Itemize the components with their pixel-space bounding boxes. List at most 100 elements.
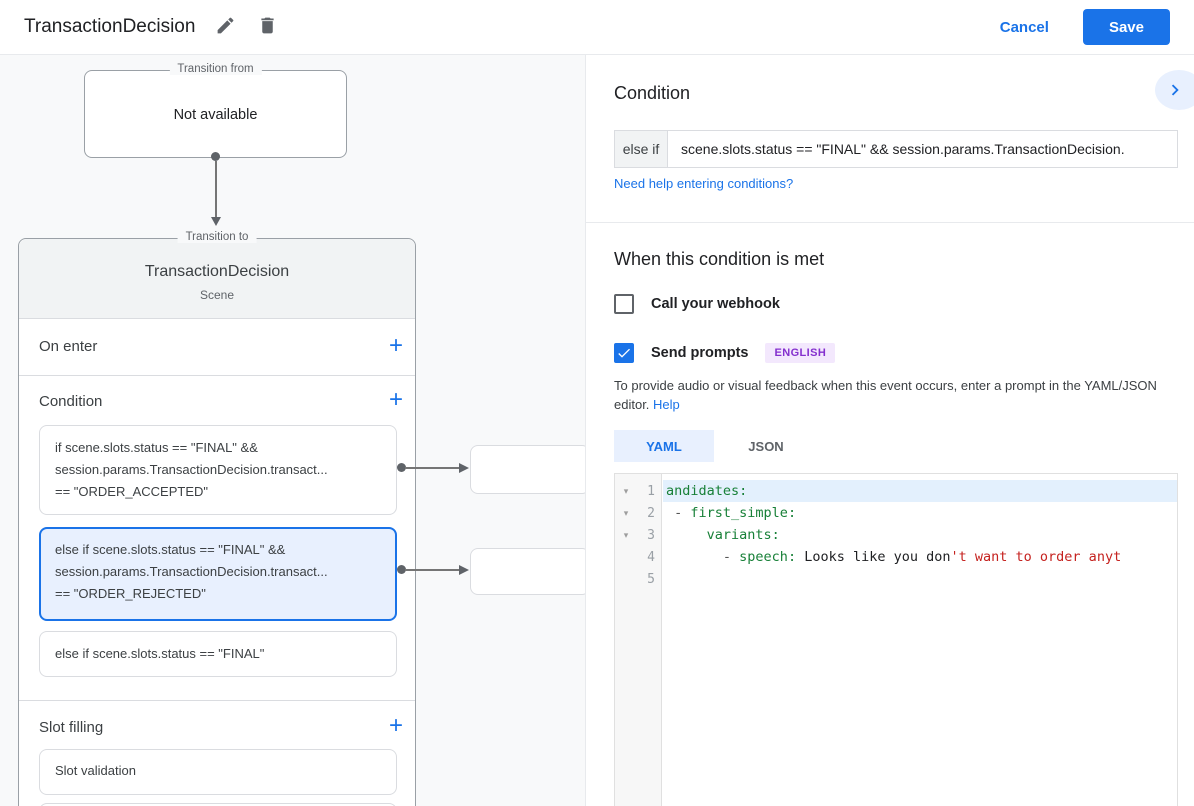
transition-from-box: Transition from Not available xyxy=(84,63,347,158)
feedback-hint: To provide audio or visual feedback when… xyxy=(614,376,1176,414)
add-on-enter-button[interactable]: + xyxy=(388,332,403,359)
page-title: TransactionDecision xyxy=(24,16,196,37)
condition-card-rejected-selected[interactable]: else if scene.slots.status == "FINAL" &&… xyxy=(39,527,397,621)
condition-text: session.params.TransactionDecision.trans… xyxy=(55,462,328,477)
code-line-4: - speech: Looks like you don't want to o… xyxy=(663,546,1177,568)
save-button[interactable]: Save xyxy=(1082,9,1170,45)
line-number: 3 xyxy=(647,527,655,543)
fold-arrow-icon[interactable]: ▾ xyxy=(615,486,632,497)
yaml-key: first_simple: xyxy=(690,505,797,521)
arrow-down-icon xyxy=(211,217,221,226)
help-link[interactable]: Help xyxy=(653,397,680,412)
line-number: 5 xyxy=(647,571,655,587)
top-bar: TransactionDecision Cancel Save xyxy=(0,0,1194,55)
on-enter-label: On enter xyxy=(39,338,98,355)
webhook-row: Call your webhook xyxy=(614,294,780,314)
slot-filling-section: Slot filling + Slot validation xyxy=(19,701,415,806)
yaml-indent xyxy=(666,527,707,543)
connector-dot xyxy=(397,565,406,574)
condition-text: else if scene.slots.status == "FINAL" && xyxy=(55,542,286,557)
condition-section: Condition + if scene.slots.status == "FI… xyxy=(19,376,415,701)
gutter-row: ▾ 1 xyxy=(615,480,661,502)
add-slot-button[interactable]: + xyxy=(388,712,403,739)
cancel-button[interactable]: Cancel xyxy=(999,18,1049,36)
code-line-2: - first_simple: xyxy=(663,502,1177,524)
code-line-1: andidates: xyxy=(663,480,1177,502)
yaml-value: Looks like you don xyxy=(796,549,951,565)
chevron-right-icon xyxy=(1171,84,1179,96)
panel-condition-title: Condition xyxy=(614,83,691,103)
panel-divider xyxy=(586,222,1194,223)
yaml-string: 't want to order anyt xyxy=(950,549,1122,565)
condition-text: == "ORDER_ACCEPTED" xyxy=(55,484,208,499)
code-line-3: variants: xyxy=(663,524,1177,546)
connector-line xyxy=(215,161,217,219)
condition-card-accepted[interactable]: if scene.slots.status == "FINAL" && sess… xyxy=(39,425,397,515)
gutter-row: ▾ 2 xyxy=(615,502,661,524)
gutter-row: 4 xyxy=(615,546,661,568)
transition-to-legend: Transition to xyxy=(177,231,257,243)
arrow-right-icon xyxy=(459,463,469,473)
condition-text: == "ORDER_REJECTED" xyxy=(55,586,206,601)
connector-dot xyxy=(211,152,220,161)
add-condition-button[interactable]: + xyxy=(388,386,403,413)
yaml-code-editor[interactable]: ▾ 1 ▾ 2 ▾ 3 4 5 xyxy=(614,473,1178,806)
call-webhook-label: Call your webhook xyxy=(651,296,780,312)
transition-from-legend: Transition from xyxy=(169,63,262,75)
connector-line xyxy=(405,569,460,571)
line-number: 4 xyxy=(647,549,655,565)
collapse-panel-button[interactable] xyxy=(1155,70,1194,110)
condition-detail-panel: Condition else if Need help entering con… xyxy=(585,55,1194,806)
slot-filling-label: Slot filling xyxy=(39,719,104,736)
prompts-row: Send prompts ENGLISH xyxy=(614,343,836,363)
conditions-help-link[interactable]: Need help entering conditions? xyxy=(614,176,794,191)
check-icon xyxy=(618,348,630,358)
code-line-5 xyxy=(663,568,1177,590)
call-webhook-checkbox[interactable] xyxy=(614,294,634,314)
edit-icon[interactable] xyxy=(213,15,237,39)
condition-expression-input[interactable] xyxy=(667,130,1178,168)
transition-target-box-1[interactable] xyxy=(470,445,590,494)
condition-prefix: else if xyxy=(614,130,668,168)
condition-card-final[interactable]: else if scene.slots.status == "FINAL" xyxy=(39,631,397,677)
fold-arrow-icon[interactable]: ▾ xyxy=(615,508,632,519)
condition-text: session.params.TransactionDecision.trans… xyxy=(55,564,328,579)
delete-icon[interactable] xyxy=(255,15,279,39)
yaml-indent xyxy=(666,549,723,565)
on-enter-section: On enter + xyxy=(19,319,415,376)
line-number: 1 xyxy=(647,483,655,499)
line-number: 2 xyxy=(647,505,655,521)
yaml-key: speech: xyxy=(739,549,797,565)
yaml-dash: - xyxy=(722,549,740,565)
condition-text: else if scene.slots.status == "FINAL" xyxy=(55,646,265,661)
connector-dot xyxy=(397,463,406,472)
gutter-row: ▾ 3 xyxy=(615,524,661,546)
connector-line xyxy=(405,467,460,469)
yaml-key: variants: xyxy=(706,527,780,543)
fold-arrow-icon[interactable]: ▾ xyxy=(615,530,632,541)
condition-input-row: else if xyxy=(614,130,1178,168)
transition-to-card: Transition to TransactionDecision Scene … xyxy=(18,231,416,806)
arrow-right-icon xyxy=(459,565,469,575)
editor-code-area[interactable]: andidates: - first_simple: variants: - s… xyxy=(663,474,1177,806)
gutter-row: 5 xyxy=(615,568,661,590)
scene-header: TransactionDecision Scene xyxy=(19,239,415,319)
editor-gutter: ▾ 1 ▾ 2 ▾ 3 4 5 xyxy=(615,474,662,806)
scene-title: TransactionDecision xyxy=(144,263,290,280)
editor-tabs: YAML JSON xyxy=(614,430,818,462)
scene-subtitle: Scene xyxy=(199,288,235,302)
yaml-dash: - xyxy=(674,505,691,521)
condition-label: Condition xyxy=(39,393,103,410)
tab-json[interactable]: JSON xyxy=(714,430,818,462)
send-prompts-label: Send prompts xyxy=(651,345,749,361)
language-badge: ENGLISH xyxy=(765,343,836,363)
yaml-indent xyxy=(666,505,674,521)
send-prompts-checkbox[interactable] xyxy=(614,343,634,363)
tab-yaml[interactable]: YAML xyxy=(614,430,714,462)
condition-text: if scene.slots.status == "FINAL" && xyxy=(55,440,258,455)
transition-target-box-2[interactable] xyxy=(470,548,590,595)
slot-validation-card[interactable]: Slot validation xyxy=(39,749,397,795)
feedback-text: To provide audio or visual feedback when… xyxy=(614,378,1157,412)
transition-from-content: Not available xyxy=(173,107,258,123)
